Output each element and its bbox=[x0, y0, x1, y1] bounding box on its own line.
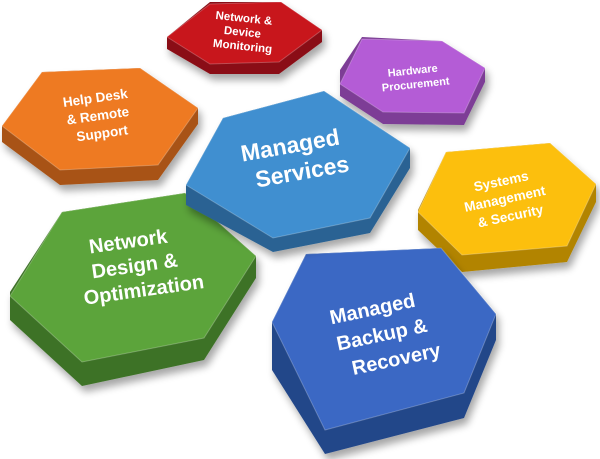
hexagon-systems-management: Systems Management & Security bbox=[417, 142, 597, 272]
hexagon-help-desk: Help Desk & Remote Support bbox=[1, 67, 199, 185]
network-monitoring-line-1: Network & bbox=[215, 10, 273, 28]
hardware-procurement-line-1: Hardware bbox=[387, 63, 438, 80]
hexagon-help-desk-face bbox=[1, 67, 199, 171]
hexagon-managed-services: Managed Services bbox=[185, 90, 411, 252]
hexagon-managed-services-face bbox=[185, 90, 411, 239]
hexagon-hardware-procurement: Hardware Procurement bbox=[339, 37, 486, 125]
hexagon-managed-backup-face bbox=[271, 247, 497, 431]
hexagon-hardware-procurement-face bbox=[339, 38, 486, 114]
hexagon-systems-management-face bbox=[417, 142, 597, 256]
hexagon-network-monitoring-face bbox=[166, 1, 323, 65]
hexagon-network-design: Network Design & Optimization bbox=[9, 192, 257, 386]
hexagon-network-design-face bbox=[9, 192, 257, 363]
network-monitoring-line-2: Device bbox=[223, 25, 261, 41]
hexagon-network-monitoring: Network & Device Monitoring bbox=[166, 1, 323, 74]
help-desk-line-3: Support bbox=[75, 122, 129, 144]
hexagon-managed-backup: Managed Backup & Recovery bbox=[271, 247, 497, 454]
